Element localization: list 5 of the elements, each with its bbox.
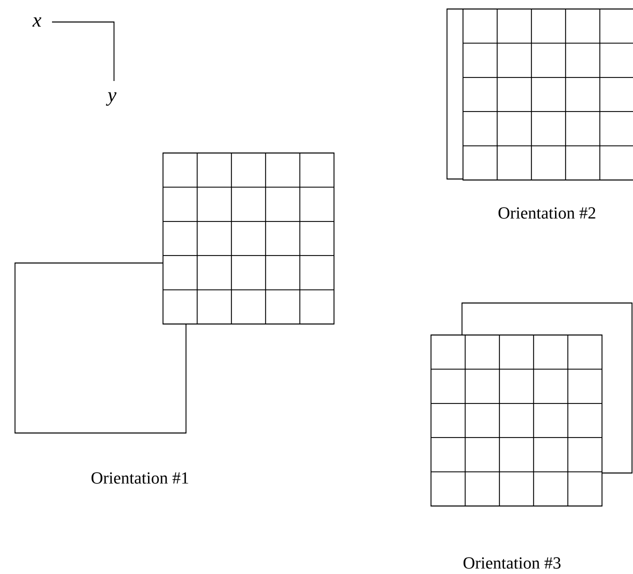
axis-label: y <box>106 92 116 106</box>
axis-label: x <box>32 17 42 27</box>
caption: Orientation #1 <box>92 472 188 484</box>
caption: Orientation #3 <box>464 557 560 569</box>
caption: Orientation #2 <box>498 207 596 219</box>
